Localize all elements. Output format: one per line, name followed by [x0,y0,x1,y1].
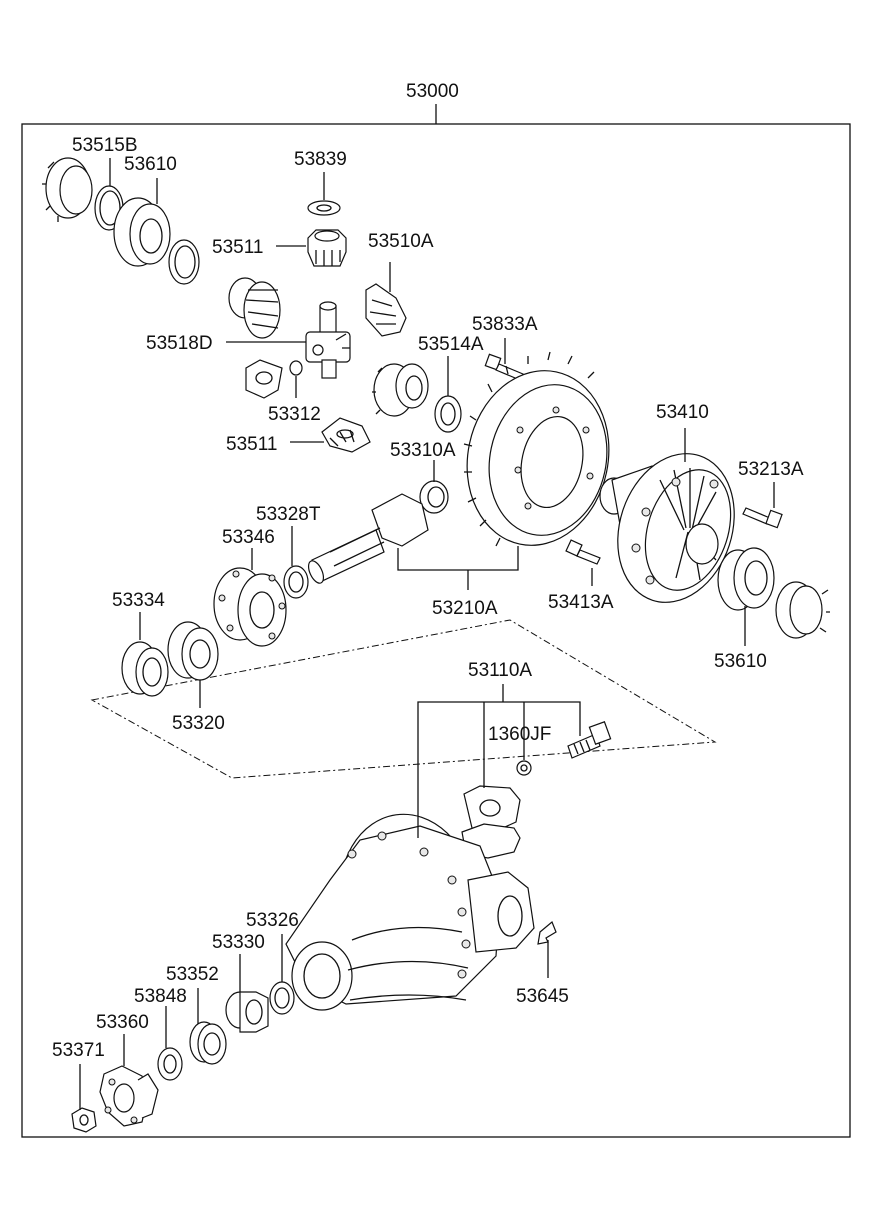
bolt-icon [567,721,612,759]
part-label-53371[interactable]: 53371 [52,1040,105,1061]
pilot-bearing-icon [419,480,449,514]
oil-seal-icon [157,1047,183,1081]
bearing-icon [717,547,775,611]
part-label-53410[interactable]: 53410 [656,402,709,423]
bolt-icon [742,507,783,529]
spacer-icon [225,991,269,1033]
differential-case-icon [599,453,735,603]
part-label-1360JF[interactable]: 1360JF [488,724,551,745]
ring-and-pinion-icon [307,493,429,584]
part-label-53839[interactable]: 53839 [294,149,347,170]
bearing-cup-icon [775,581,830,639]
shim-icon [283,565,309,599]
part-labels: 53515B 53610 53839 53511 53510A 53518D 5… [52,135,804,1061]
bearing-cup-icon [42,157,93,222]
part-label-53360[interactable]: 53360 [96,1012,149,1033]
part-label-53210A[interactable]: 53210A [432,598,498,619]
part-label-53510A[interactable]: 53510A [368,231,434,252]
assembly-label[interactable]: 53000 [406,81,459,102]
part-label-53328T[interactable]: 53328T [256,504,321,525]
part-label-53213A[interactable]: 53213A [738,459,804,480]
part-label-53515B[interactable]: 53515B [72,135,138,156]
side-gear-icon [228,277,281,339]
spider-shaft-icon [305,301,351,379]
part-label-53310A[interactable]: 53310A [390,440,456,461]
washer-icon [516,760,532,776]
part-label-53346[interactable]: 53346 [222,527,275,548]
part-label-53413A[interactable]: 53413A [548,592,614,613]
ring-and-pinion-icon [463,351,610,547]
bolt-icon [565,539,601,565]
washer-icon [307,200,341,216]
shim-icon [269,981,295,1015]
part-label-53334[interactable]: 53334 [112,590,165,611]
part-label-53110A[interactable]: 53110A [468,660,532,681]
part-label-53312[interactable]: 53312 [268,404,321,425]
part-label-53610[interactable]: 53610 [124,154,177,175]
leader-lines [79,158,775,1110]
part-label-53326[interactable]: 53326 [246,910,299,931]
pinion-gear-icon [245,359,283,399]
part-label-53645[interactable]: 53645 [516,986,569,1007]
part-label-53320[interactable]: 53320 [172,713,225,734]
carrier-housing-icon [285,813,535,1011]
bearing-icon [113,197,171,267]
side-gear-icon [372,363,429,417]
snap-ring-icon [289,360,303,376]
pinion-gear-icon [321,417,371,453]
part-label-53352[interactable]: 53352 [166,964,219,985]
part-label-53518D[interactable]: 53518D [146,333,213,354]
part-label-53514A[interactable]: 53514A [418,334,484,355]
bearing-cup-icon [121,641,169,697]
part-label-53511[interactable]: 53511 [212,237,263,258]
part-label-53848[interactable]: 53848 [134,986,187,1007]
bearing-retainer-icon [213,567,287,647]
pinion-gear-icon [307,229,347,267]
thrust-washer-icon [434,395,462,433]
part-label-53610[interactable]: 53610 [714,651,767,672]
part-label-53330[interactable]: 53330 [212,932,265,953]
bearing-icon [189,1021,227,1065]
pinion-subassembly-boundary [90,619,717,779]
part-label-53511[interactable]: 53511 [226,434,277,455]
bearing-icon [167,621,219,681]
bolt-icon [484,353,524,381]
clip-icon [537,921,557,945]
side-gear-icon [365,283,407,337]
part-label-53833A[interactable]: 53833A [472,314,538,335]
companion-flange-icon [99,1065,159,1127]
nut-icon [71,1107,97,1133]
